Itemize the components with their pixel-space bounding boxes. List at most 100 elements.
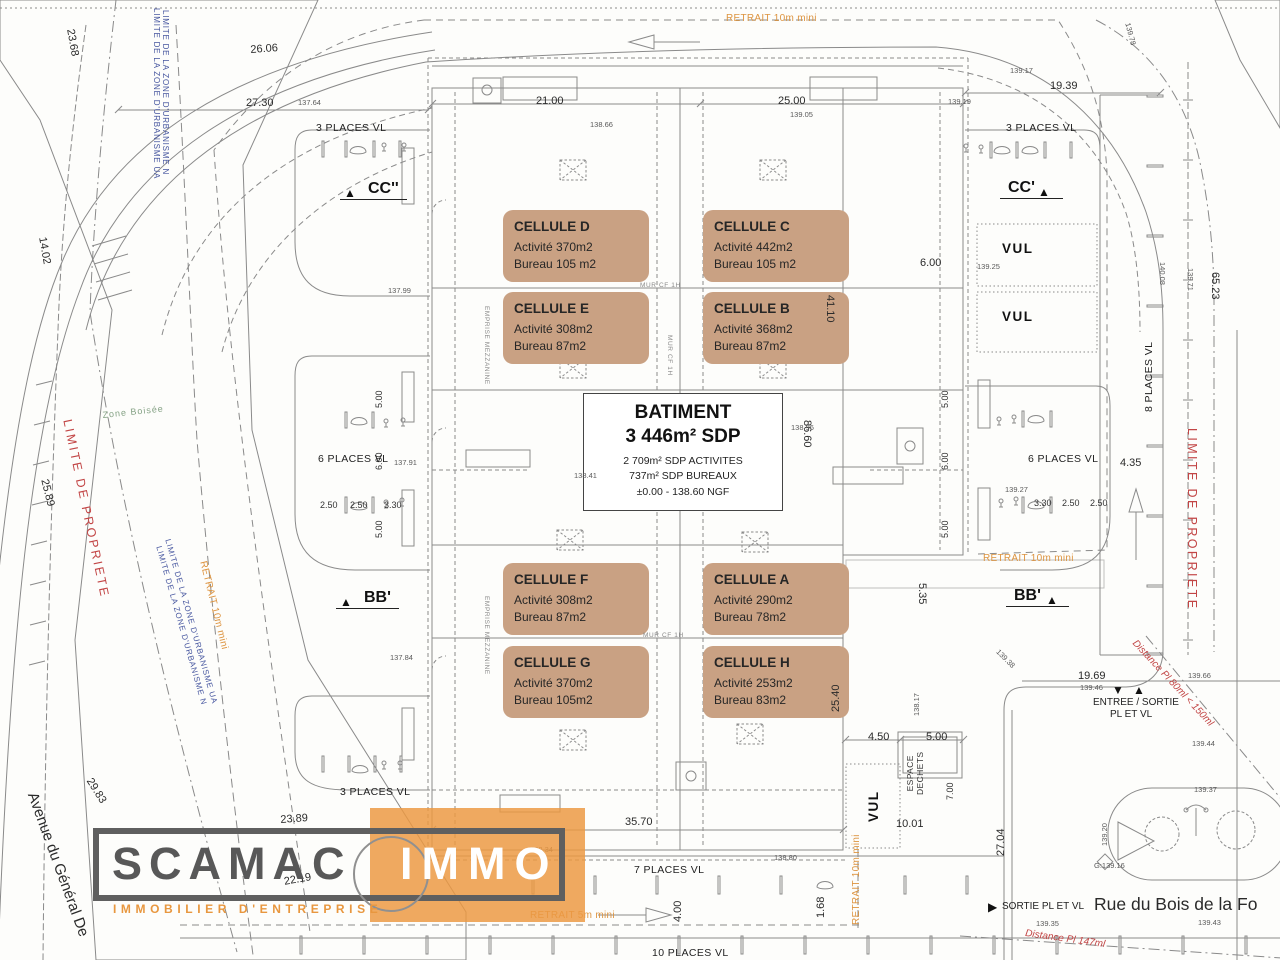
cell-activity-area: Activité 442m2	[714, 240, 793, 254]
plan-annotation: RETRAIT 10m mini	[983, 553, 1074, 564]
plan-annotation: RETRAIT 5m mini	[530, 910, 615, 921]
plan-annotation: 3 PLACES VL	[340, 786, 411, 798]
plan-annotation: 139.44	[1192, 739, 1215, 748]
section-triangle-icon: ▲	[1046, 593, 1058, 607]
plan-annotation: MUR CF 1H	[666, 335, 673, 376]
plan-annotation: 23.89	[280, 812, 309, 826]
cell-activity-area: Activité 253m2	[714, 676, 793, 690]
cell-activity-area: Activité 370m2	[514, 240, 593, 254]
plan-annotation: 2.50	[1062, 498, 1080, 508]
plan-annotation: 6.00	[940, 452, 950, 470]
stairs	[502, 76, 578, 101]
plan-annotation: 2.50	[320, 500, 338, 510]
cell-activity-area: Activité 308m2	[514, 593, 593, 607]
plan-annotation: 26.06	[250, 42, 279, 56]
stairs	[465, 449, 531, 468]
cell-name: CELLULE A	[714, 572, 790, 587]
plan-annotation: 7.00	[945, 782, 955, 800]
urban-zone-limit-line	[175, 24, 254, 956]
plan-annotation: VUL	[866, 790, 881, 823]
vul-parking-bay	[976, 223, 1098, 287]
parking	[294, 94, 1248, 955]
cell-office-area: Bureau 105m2	[514, 692, 593, 707]
stairs	[499, 794, 561, 813]
plan-annotation: 6 PLACES VL	[1028, 453, 1099, 465]
plan-annotation: 4.00	[672, 900, 684, 922]
plan-annotation: 65.23	[1209, 272, 1221, 300]
street-name: Rue du Bois de la Fo	[1094, 894, 1258, 914]
plan-annotation: 138.80	[774, 853, 797, 862]
plan-annotation: ESPACE DECHETS	[905, 751, 925, 795]
tree-icon	[1144, 816, 1180, 852]
plan-annotation: 6 PLACES VL	[318, 453, 389, 465]
stairs	[832, 466, 904, 485]
arrows	[598, 34, 1144, 923]
plan-annotation: G:139.16	[1094, 861, 1125, 870]
retrait-line	[424, 19, 1108, 555]
cell-office-area: Bureau 87m2	[514, 338, 587, 353]
plan-annotation: 1.68	[815, 896, 827, 918]
plan-annotation: 27.04	[995, 828, 1007, 856]
property-limits	[89, 0, 1280, 959]
building-name: BATIMENT	[634, 402, 732, 423]
plan-annotation: 139.46	[1080, 683, 1103, 692]
plan-annotation: 139.27	[1005, 485, 1028, 494]
plan-annotation: EMPRISE MEZZANINE	[483, 306, 490, 385]
plan-annotation: 3 PLACES VL	[316, 122, 387, 134]
cell-name: CELLULE D	[514, 219, 590, 234]
plan-annotation: RETRAIT 10m mini	[726, 13, 817, 24]
plan-annotation: 4.50	[868, 731, 890, 743]
plan-annotation: 3 PLACES VL	[1006, 122, 1077, 134]
exit-triangle-icon: ▶	[988, 900, 998, 914]
plan-annotation: 5.00	[374, 390, 384, 408]
plan-annotation: MUR CF 1H	[640, 282, 681, 289]
plan-annotation: 21.00	[536, 95, 564, 107]
plan-annotation: ENTREE / SORTIE	[1093, 697, 1179, 708]
tree-icon	[1216, 810, 1256, 850]
cell-activity-area: Activité 290m2	[714, 593, 793, 607]
plan-annotation: 139.66	[1188, 671, 1211, 680]
waste-area	[897, 731, 963, 779]
avenue-roadbed	[0, 31, 433, 566]
cell-name: CELLULE G	[514, 655, 591, 670]
plan-annotation: CC''	[340, 180, 407, 201]
plan-annotation: 5.35	[916, 583, 928, 605]
section-triangle-icon: ▲	[1038, 185, 1050, 199]
cell-name: CELLULE F	[514, 572, 589, 587]
plan-annotation: 6.00	[920, 257, 942, 269]
plan-annotation: 139.19	[948, 97, 971, 106]
plan-annotation: 5.00	[940, 390, 950, 408]
plan-annotation: VUL	[1002, 309, 1034, 324]
building-level-ngf: ±0.00 - 138.60 NGF	[636, 486, 730, 498]
plan-annotation: 139.37	[1194, 785, 1217, 794]
plan-annotation: 3.30	[1034, 498, 1052, 508]
plan-annotation: 138.34	[530, 845, 553, 854]
plan-annotation: 2.50	[350, 500, 368, 510]
cell-name: CELLULE E	[514, 301, 590, 316]
plan-annotation: 139.17	[1010, 66, 1033, 75]
plan-annotation: 10.01	[896, 818, 924, 830]
plan-annotation: 5.00	[926, 731, 948, 743]
plan-annotation: CC'	[1000, 179, 1063, 200]
plan-annotation: 139.25	[977, 262, 1000, 271]
plan-annotation: 19.69	[1078, 670, 1106, 682]
plan-annotation: PL ET VL	[1110, 709, 1153, 720]
plan-annotation: 25.40	[830, 684, 842, 712]
street-furniture	[1096, 787, 1280, 881]
dimension-lines	[114, 88, 1165, 834]
entry-triangle-icon: ▲	[1133, 683, 1145, 697]
plan-annotation: 2.50	[1090, 498, 1108, 508]
plan-annotation: LIMITE DE PROPRIETE	[1185, 428, 1199, 611]
building-title-block: BATIMENT 3 446m² SDP 2 709m² SDP ACTIVIT…	[583, 393, 783, 511]
plan-annotation: LIMITE DE LA ZONE D'URBANISME UA	[152, 8, 161, 180]
plan-annotation: 139.05	[790, 110, 813, 119]
plan-annotation: 5.00	[940, 520, 950, 538]
plan-annotation: 137.99	[388, 286, 411, 295]
